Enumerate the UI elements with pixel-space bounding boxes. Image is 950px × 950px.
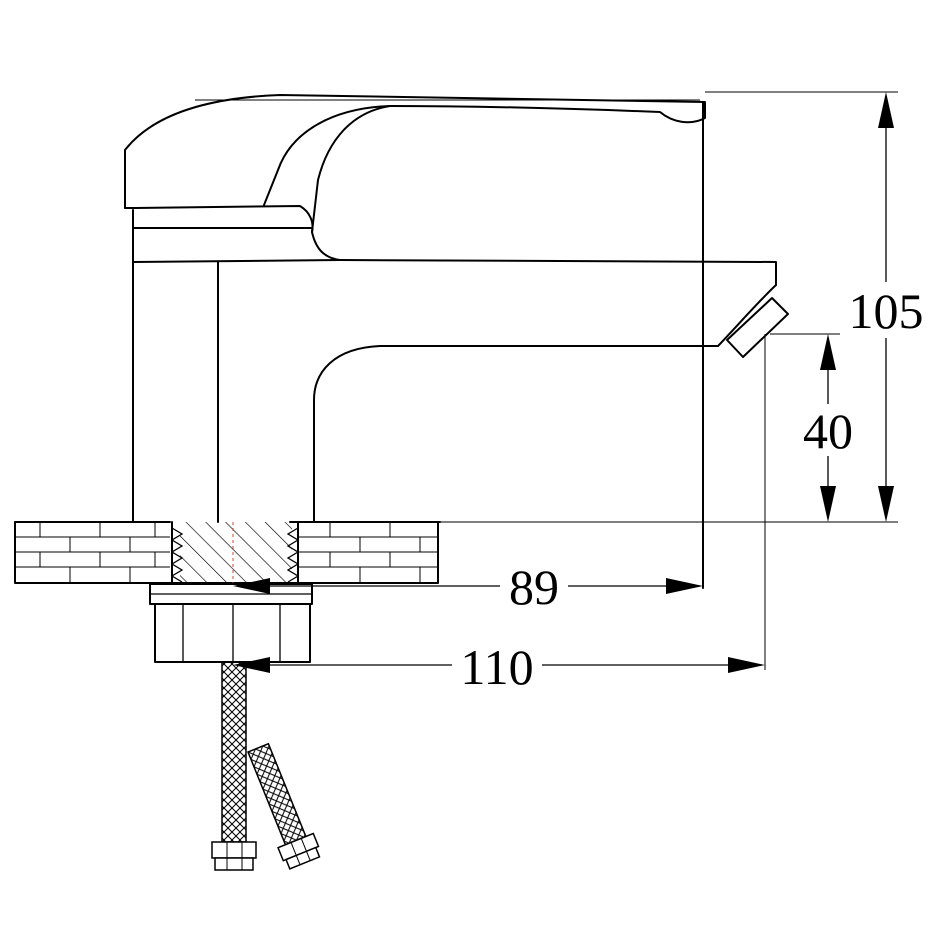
arrow-up-icon <box>820 334 836 370</box>
faucet-body <box>132 101 777 589</box>
arrow-right-icon <box>666 578 703 594</box>
dimension-label-110: 110 <box>460 639 533 695</box>
flexible-hoses <box>211 661 321 871</box>
faucet-lever <box>124 94 706 261</box>
dimension-105: 105 <box>846 92 926 522</box>
countertop <box>14 521 441 584</box>
arrow-left-icon <box>233 578 270 594</box>
arrow-up-icon <box>878 92 894 128</box>
dimension-110: 110 <box>233 638 765 695</box>
aerator <box>726 297 789 358</box>
arrow-right-icon <box>728 657 765 673</box>
dimension-89: 89 <box>233 558 703 615</box>
dimension-label-40: 40 <box>803 403 853 459</box>
arrow-left-icon <box>233 657 270 673</box>
arrow-down-icon <box>878 486 894 522</box>
extension-lines <box>438 91 898 670</box>
dimension-label-105: 105 <box>849 283 924 339</box>
arrow-down-icon <box>820 486 836 522</box>
faucet-collar <box>132 205 314 263</box>
dimension-40: 40 <box>798 334 858 522</box>
mounting-shank <box>170 521 300 585</box>
dimension-label-89: 89 <box>509 559 559 615</box>
hex-nut <box>149 583 313 663</box>
